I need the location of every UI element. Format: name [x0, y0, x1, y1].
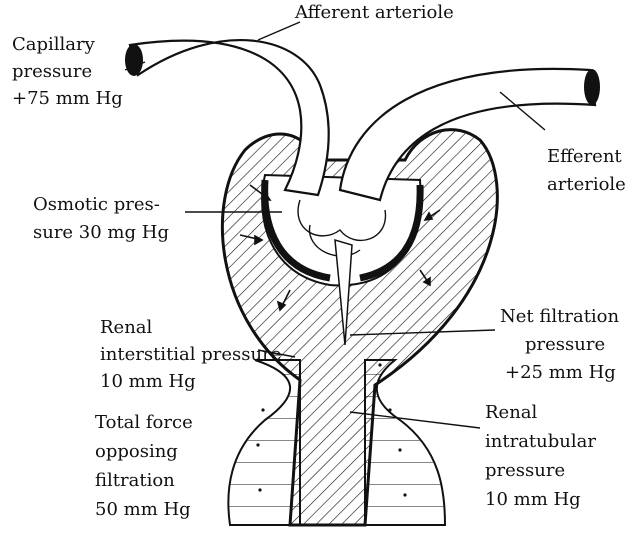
afferent-opening [125, 44, 143, 76]
label-renal-intratubular-4: 10 mm Hg [485, 489, 581, 510]
label-capillary-2: pressure [12, 61, 92, 82]
label-renal-interstitial-1: Renal [100, 317, 153, 338]
afferent-arteriole [125, 40, 329, 195]
label-efferent-1: Efferent [547, 146, 622, 167]
label-renal-intratubular-1: Renal [485, 402, 538, 423]
label-capillary-1: Capillary [12, 34, 96, 55]
label-renal-intratubular-3: pressure [485, 460, 565, 481]
label-efferent-2: arteriole [547, 174, 626, 195]
label-renal-interstitial-2: interstitial pressure [100, 344, 281, 365]
label-net-filtration-3: +25 mm Hg [505, 362, 616, 383]
label-total-force-2: opposing [95, 441, 178, 462]
label-net-filtration-2: pressure [525, 334, 605, 355]
efferent-opening [584, 69, 600, 105]
label-osmotic-2: sure 30 mg Hg [33, 222, 169, 243]
label-total-force-3: filtration [95, 470, 175, 491]
label-total-force-1: Total force [95, 412, 193, 433]
label-capillary-3: +75 mm Hg [12, 88, 123, 109]
label-osmotic-1: Osmotic pres- [33, 194, 160, 215]
label-renal-interstitial-3: 10 mm Hg [100, 371, 196, 392]
label-afferent-arteriole: Afferent arteriole [294, 2, 454, 23]
label-total-force-4: 50 mm Hg [95, 499, 191, 520]
label-net-filtration-1: Net filtration [500, 306, 620, 327]
label-renal-intratubular-2: intratubular [485, 431, 596, 452]
